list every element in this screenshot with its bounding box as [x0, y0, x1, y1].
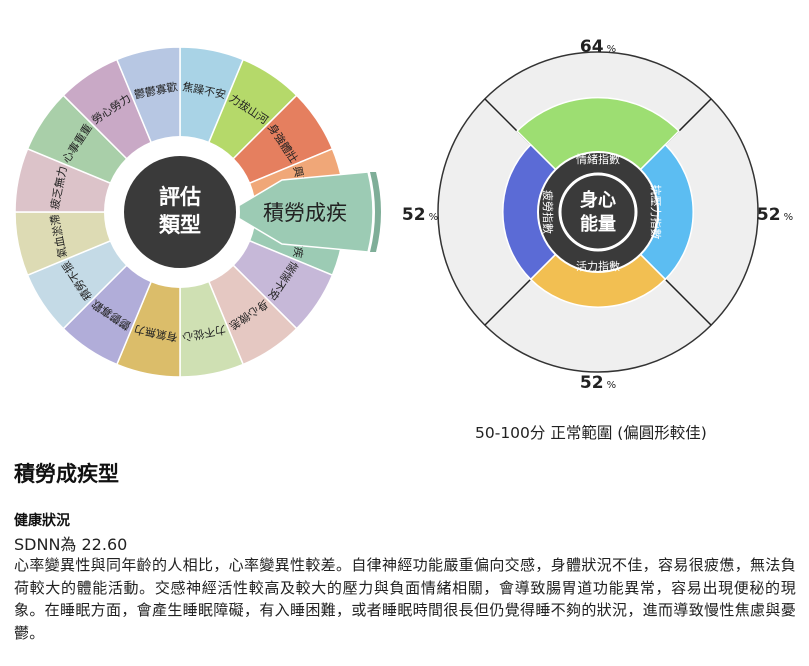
svg-text:52%: 52% [402, 205, 438, 225]
selected-type-pointer [226, 171, 374, 253]
radar-top-value: 64% [580, 37, 616, 57]
pointer-edge [370, 172, 381, 252]
wheel-center-title-2: 類型 [158, 213, 201, 237]
svg-text:64%: 64% [580, 37, 616, 57]
radar-right-value: 52% [757, 205, 793, 225]
radar-center-title-2: 能量 [580, 213, 616, 235]
radar-left-value: 52% [402, 205, 438, 225]
selected-type-label: 積勞成疾 [263, 201, 347, 225]
wheel-center-title-1: 評估 [159, 185, 201, 209]
sdnn-value: SDNN為 22.60 [14, 535, 128, 554]
radar-bottom-value: 52% [580, 373, 616, 393]
energy-radar: 身心 能量 情緒指數 活力指數 抗壓力指數 疲勞指數 64% 52% 52% 5… [400, 0, 809, 440]
evaluation-wheel: 焦躁不安力拔山河身強體壯興致索然積勞成疾惴惴不安身心微恙力不從心有氣無力鬱鬱寡歡… [0, 0, 400, 440]
radar-center-title-1: 身心 [580, 189, 616, 211]
radar-right-axis-label: 抗壓力指數 [649, 185, 663, 240]
radar-left-axis-label: 疲勞指數 [541, 190, 555, 234]
svg-text:52%: 52% [757, 205, 793, 225]
radar-bottom-axis-label: 活力指數 [576, 259, 620, 273]
radar-top-axis-label: 情緒指數 [576, 152, 620, 166]
radar-graphic: 身心 能量 情緒指數 活力指數 抗壓力指數 疲勞指數 64% 52% 52% 5… [402, 37, 793, 393]
health-description: 心率變異性與同年齡的人相比，心率變異性較差。自律神經功能嚴重偏向交感，身體狀況不… [14, 556, 796, 642]
radar-center-disc [558, 172, 638, 252]
normal-range-note: 50-100分 正常範圍 (偏圓形較佳) [475, 424, 707, 442]
type-title: 積勞成疾型 [14, 462, 119, 486]
svg-text:52%: 52% [580, 373, 616, 393]
wheel-center-disc [120, 152, 240, 272]
health-status-heading: 健康狀況 [14, 513, 70, 529]
wheel-graphic: 焦躁不安力拔山河身強體壯興致索然積勞成疾惴惴不安身心微恙力不從心有氣無力鬱鬱寡歡… [14, 46, 381, 378]
